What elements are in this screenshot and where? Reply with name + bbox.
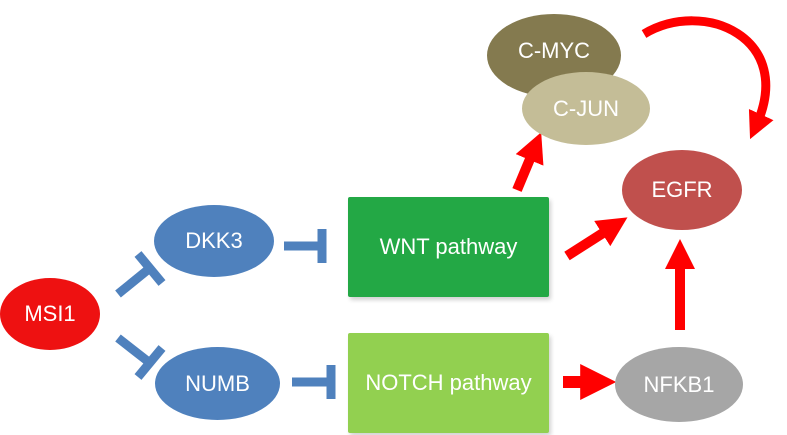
node-wnt-pathway: WNT pathway <box>348 197 549 297</box>
node-notch-pathway: NOTCH pathway <box>348 333 549 433</box>
edge-dkk3-wnt <box>284 229 327 263</box>
node-msi1-label: MSI1 <box>24 301 76 326</box>
node-c-myc-label: C-MYC <box>517 38 591 63</box>
node-c-jun: C-JUN <box>522 72 650 145</box>
node-nfkb1: NFKB1 <box>615 347 743 422</box>
edge-numb-notch <box>292 365 336 399</box>
node-msi1: MSI1 <box>0 278 100 350</box>
edge-msi1-dkk3 <box>115 251 166 298</box>
edge-wnt-egfr <box>564 217 628 261</box>
node-nfkb1-label: NFKB1 <box>643 371 715 397</box>
node-numb: NUMB <box>155 347 280 420</box>
node-dkk3: DKK3 <box>154 205 274 277</box>
node-wnt-pathway-label: WNT pathway <box>379 234 518 259</box>
node-notch-pathway-label: NOTCH pathway <box>365 370 532 395</box>
edge-wnt-cjun <box>512 132 544 192</box>
edge-cmyc-egfr <box>641 16 774 140</box>
edge-msi1-numb <box>115 334 166 380</box>
node-egfr-label: EGFR <box>651 177 713 202</box>
node-c-jun-label: C-JUN <box>553 95 619 121</box>
node-dkk3-label: DKK3 <box>185 228 243 253</box>
node-egfr: EGFR <box>622 150 742 230</box>
node-numb-label: NUMB <box>185 370 250 396</box>
